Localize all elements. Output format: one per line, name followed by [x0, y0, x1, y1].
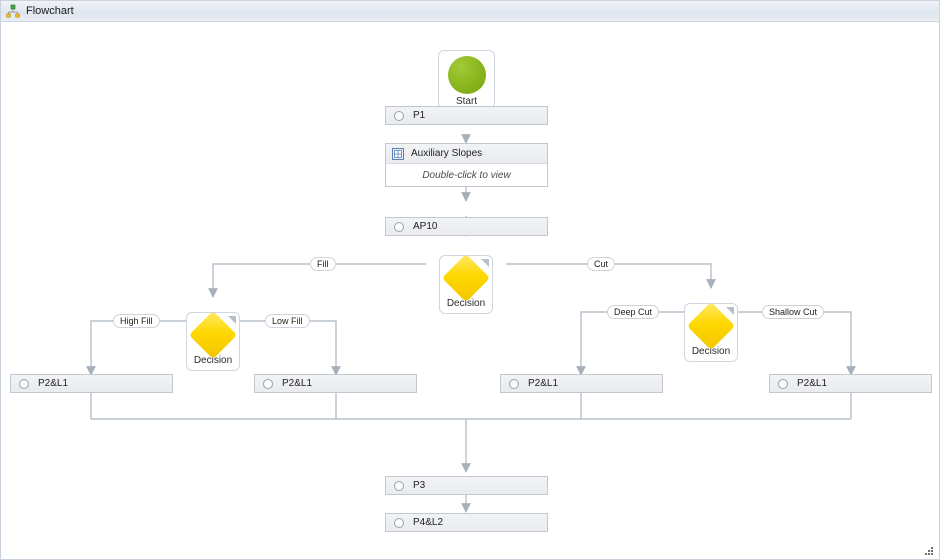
- process-marker-icon: [394, 221, 404, 232]
- process-marker-icon: [19, 378, 29, 389]
- node-p3-label: P3: [413, 480, 426, 491]
- edge-label-cut: Cut: [587, 257, 616, 271]
- flowchart-canvas[interactable]: Start P1 Auxiliary Slopes Double-click: [1, 22, 939, 559]
- edge-label-fill: Fill: [310, 257, 336, 271]
- node-decision-main[interactable]: Decision: [439, 253, 493, 314]
- node-p2l1-b-label: P2&L1: [282, 378, 313, 389]
- window-title: Flowchart: [26, 5, 74, 17]
- decision-corner-icon: [228, 316, 236, 324]
- node-p1[interactable]: P1: [385, 106, 548, 125]
- subprocess-hint: Double-click to view: [422, 169, 511, 181]
- node-p2l1-b[interactable]: P2&L1: [254, 374, 417, 393]
- edge-label-deep-cut: Deep Cut: [607, 305, 660, 319]
- edge-label-high-fill: High Fill: [113, 314, 160, 328]
- node-decision-fill[interactable]: Decision: [186, 310, 240, 371]
- subprocess-body: Double-click to view: [386, 164, 547, 186]
- node-p2l1-a[interactable]: P2&L1: [10, 374, 173, 393]
- node-ap10[interactable]: AP10: [385, 217, 548, 236]
- flowchart-hierarchy-icon: [6, 4, 20, 18]
- node-decision-fill-label: Decision: [193, 355, 233, 366]
- edge-label-low-fill: Low Fill: [265, 314, 310, 328]
- node-p2l1-d[interactable]: P2&L1: [769, 374, 932, 393]
- node-p4l2-label: P4&L2: [413, 517, 444, 528]
- node-p2l1-c-label: P2&L1: [528, 378, 559, 389]
- process-marker-icon: [509, 378, 519, 389]
- decision-corner-icon: [726, 307, 734, 315]
- resize-grip-icon[interactable]: [923, 544, 935, 556]
- node-p2l1-d-label: P2&L1: [797, 378, 828, 389]
- process-marker-icon: [263, 378, 273, 389]
- node-p3[interactable]: P3: [385, 476, 548, 495]
- start-circle-icon: [447, 56, 486, 94]
- node-start-label: Start: [455, 96, 478, 107]
- node-ap10-label: AP10: [413, 221, 438, 232]
- edge-label-shallow-cut: Shallow Cut: [762, 305, 825, 319]
- process-marker-icon: [394, 517, 404, 528]
- decision-corner-icon: [481, 259, 489, 267]
- process-marker-icon: [778, 378, 788, 389]
- node-p2l1-c[interactable]: P2&L1: [500, 374, 663, 393]
- subprocess-header: Auxiliary Slopes: [386, 144, 547, 164]
- subprocess-icon: [392, 147, 404, 160]
- node-p4l2[interactable]: P4&L2: [385, 513, 548, 532]
- process-marker-icon: [394, 110, 404, 121]
- process-marker-icon: [394, 480, 404, 491]
- node-decision-cut-label: Decision: [691, 346, 731, 357]
- window-titlebar: Flowchart: [1, 1, 939, 22]
- node-p1-label: P1: [413, 110, 426, 121]
- node-decision-main-label: Decision: [446, 298, 486, 309]
- node-p2l1-a-label: P2&L1: [38, 378, 69, 389]
- node-decision-cut[interactable]: Decision: [684, 301, 738, 362]
- node-auxiliary-slopes[interactable]: Auxiliary Slopes Double-click to view: [385, 143, 548, 187]
- node-start[interactable]: Start: [438, 50, 495, 109]
- node-auxiliary-slopes-label: Auxiliary Slopes: [411, 148, 483, 159]
